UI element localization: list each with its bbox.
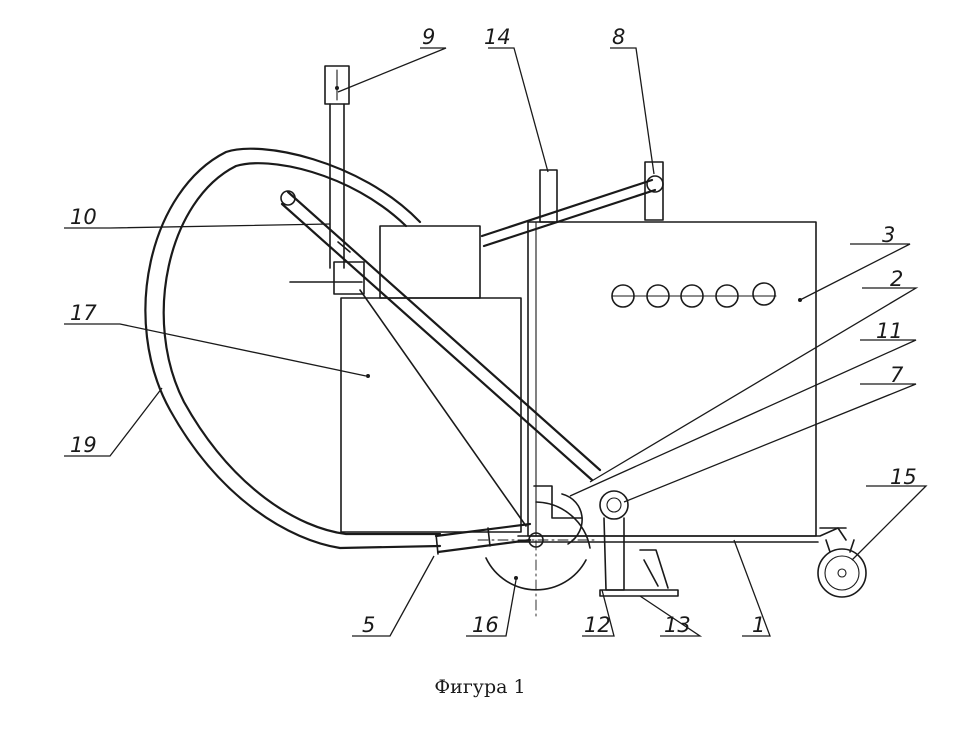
label-14: 14 xyxy=(484,25,511,49)
label-2: 2 xyxy=(890,267,903,291)
upper-handle xyxy=(480,161,664,248)
control-knobs xyxy=(611,282,777,308)
label-11: 11 xyxy=(876,319,903,343)
label-3: 3 xyxy=(882,223,895,247)
label-15: 15 xyxy=(890,465,917,489)
vertical-post xyxy=(289,65,365,295)
reference-numbers: 9 14 8 3 2 11 7 15 10 17 19 5 16 12 13 1 xyxy=(70,25,917,637)
label-19: 19 xyxy=(70,433,97,457)
label-9: 9 xyxy=(422,25,435,49)
arc-guard xyxy=(144,147,442,550)
pivot xyxy=(599,490,629,520)
post xyxy=(539,169,558,223)
engine-block xyxy=(340,297,522,533)
wheel xyxy=(817,539,867,598)
label-16: 16 xyxy=(472,613,499,637)
upper-box xyxy=(379,225,521,299)
label-10: 10 xyxy=(70,205,97,229)
label-8: 8 xyxy=(612,25,625,49)
leader-lines xyxy=(64,47,928,637)
label-7: 7 xyxy=(890,363,904,387)
figure-caption: Фигура 1 xyxy=(434,676,526,698)
diagonal-arm xyxy=(280,190,602,482)
label-13: 13 xyxy=(664,613,691,637)
label-17: 17 xyxy=(70,301,97,325)
label-1: 1 xyxy=(752,613,765,637)
main-housing xyxy=(527,221,817,537)
leg xyxy=(599,517,679,597)
lower-tube xyxy=(434,522,532,555)
label-12: 12 xyxy=(584,613,611,637)
tie-rod xyxy=(359,289,527,527)
label-5: 5 xyxy=(362,613,375,637)
saw-blade xyxy=(477,499,597,617)
